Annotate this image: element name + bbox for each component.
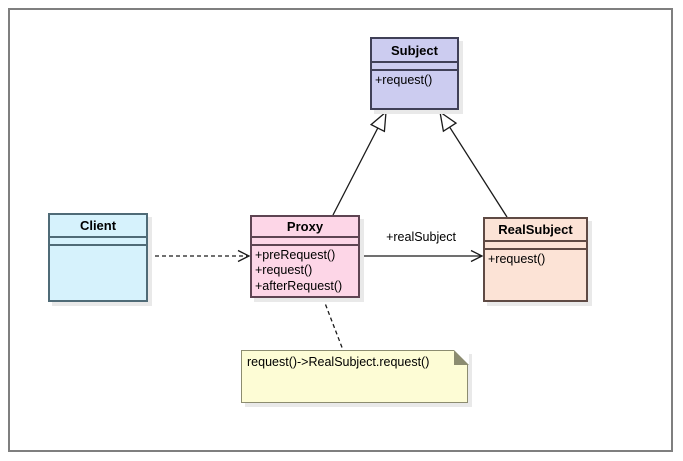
class-methods-section: +request() — [485, 250, 586, 300]
class-title: Proxy — [252, 217, 358, 238]
method-label: +request() — [255, 263, 313, 277]
class-box-realsubject[interactable]: RealSubject +request() — [483, 217, 588, 302]
class-title: RealSubject — [485, 219, 586, 242]
class-attributes-section — [372, 63, 457, 71]
class-box-client[interactable]: Client — [48, 213, 148, 302]
method-label: +afterRequest() — [255, 278, 343, 293]
diagram-frame — [8, 8, 673, 452]
class-methods-section: +preRequest() +request() +afterRequest() — [252, 246, 358, 297]
class-title: Subject — [372, 39, 457, 63]
uml-note[interactable]: request()->RealSubject.request() — [241, 349, 469, 403]
class-box-proxy[interactable]: Proxy +preRequest() +request() +afterReq… — [250, 215, 360, 298]
method-label: +request() — [375, 73, 433, 87]
class-box-subject[interactable]: Subject +request() — [370, 37, 459, 110]
class-attributes-section — [485, 242, 586, 250]
method-label: +request() — [488, 252, 546, 266]
class-attributes-section — [50, 238, 146, 246]
class-methods-section — [50, 246, 146, 300]
note-text: request()->RealSubject.request() — [247, 355, 430, 369]
class-attributes-section — [252, 238, 358, 246]
association-role-label: +realSubject — [386, 230, 456, 244]
class-title: Client — [50, 215, 146, 238]
class-methods-section: +request() — [372, 71, 457, 108]
note-fold-corner-icon — [453, 349, 469, 365]
method-label: +preRequest() — [255, 247, 336, 262]
